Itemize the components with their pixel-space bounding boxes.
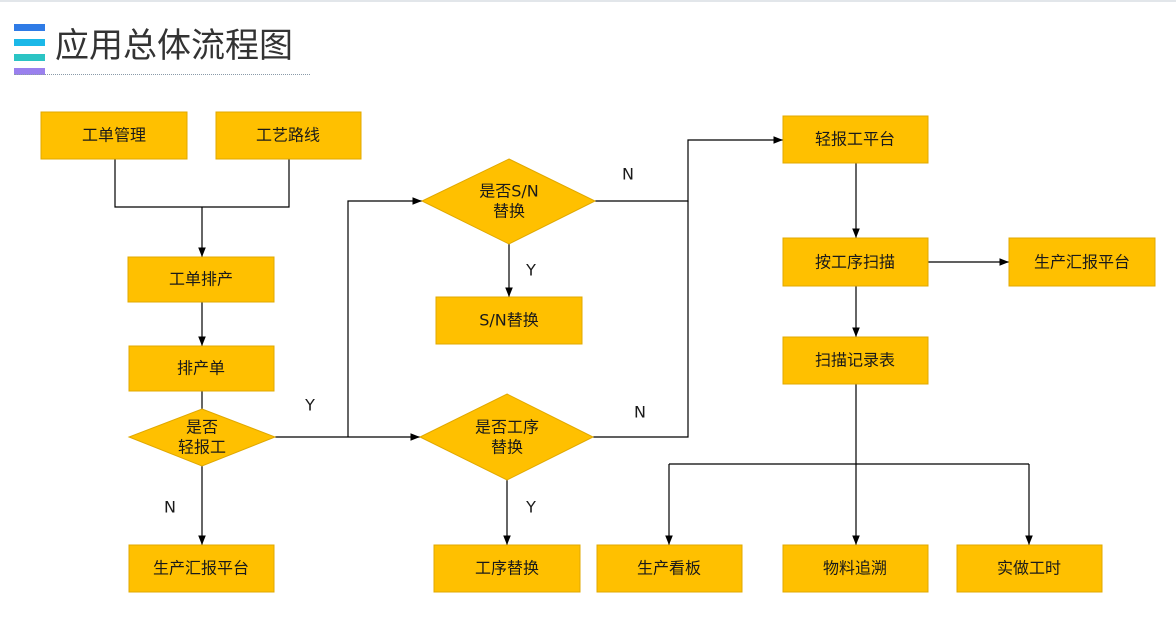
label-is-process-replace-2: 替换 bbox=[491, 438, 523, 457]
top-border bbox=[0, 0, 1176, 2]
label-scan-record-table: 扫描记录表 bbox=[815, 351, 895, 370]
label-is-process-replace-1: 是否工序 bbox=[475, 418, 539, 437]
label-material-trace: 物料追溯 bbox=[823, 559, 887, 578]
node-work-order-mgmt bbox=[40, 111, 188, 160]
edge-sn-no bbox=[595, 136, 783, 202]
node-process-replace bbox=[433, 544, 581, 593]
title-bar-4 bbox=[14, 68, 45, 75]
label-process-route: 工艺路线 bbox=[256, 126, 320, 145]
edge-label-light-yes: Y bbox=[304, 396, 315, 415]
label-work-order-scheduling: 工单排产 bbox=[169, 270, 233, 289]
label-production-board: 生产看板 bbox=[637, 559, 701, 578]
edge-work-order-merge bbox=[114, 159, 290, 208]
label-sn-replace: S/N替换 bbox=[479, 311, 539, 330]
node-production-board bbox=[596, 544, 743, 593]
node-work-order-scheduling bbox=[127, 256, 275, 303]
label-is-sn-replace-2: 替换 bbox=[493, 202, 525, 221]
node-prod-report-right bbox=[1008, 237, 1156, 287]
node-schedule-sheet bbox=[128, 345, 275, 392]
node-actual-work-hours bbox=[956, 544, 1103, 593]
edge-label-sn-no: N bbox=[622, 165, 634, 184]
title-bar-3 bbox=[14, 54, 45, 61]
node-light-report-platform bbox=[782, 115, 929, 164]
label-work-order-mgmt: 工单管理 bbox=[82, 126, 146, 145]
label-scan-by-process: 按工序扫描 bbox=[815, 253, 895, 272]
decision-light-report bbox=[127, 408, 277, 467]
edge-label-light-no: N bbox=[164, 498, 176, 517]
decision-sn-replace bbox=[420, 158, 597, 245]
label-is-light-report-2: 轻报工 bbox=[178, 438, 226, 457]
label-light-report-platform: 轻报工平台 bbox=[815, 130, 895, 149]
label-actual-work-hours: 实做工时 bbox=[997, 559, 1061, 578]
label-is-light-report-1: 是否 bbox=[186, 418, 218, 437]
title-bar-1 bbox=[14, 24, 45, 31]
edge-label-process-yes: Y bbox=[525, 498, 536, 517]
node-prod-report-left bbox=[128, 544, 275, 593]
label-process-replace: 工序替换 bbox=[475, 559, 539, 578]
title-menu-icon bbox=[14, 24, 45, 76]
edge-label-process-no: N bbox=[634, 403, 646, 422]
edge-process-no bbox=[593, 201, 689, 438]
label-prod-report-right: 生产汇报平台 bbox=[1034, 253, 1130, 272]
node-sn-replace bbox=[435, 296, 583, 345]
node-scan-by-process bbox=[782, 237, 929, 287]
page-title: 应用总体流程图 bbox=[55, 26, 293, 66]
title-underline bbox=[14, 74, 310, 75]
label-is-sn-replace-1: 是否S/N bbox=[479, 182, 539, 201]
label-prod-report-left: 生产汇报平台 bbox=[153, 559, 249, 578]
node-scan-record-table bbox=[782, 336, 929, 385]
node-process-route bbox=[215, 111, 362, 160]
edge-to-sn-decision bbox=[347, 197, 422, 437]
label-schedule-sheet: 排产单 bbox=[177, 359, 225, 378]
edge-label-sn-yes: Y bbox=[525, 261, 536, 280]
node-material-trace bbox=[782, 544, 929, 593]
title-bar-2 bbox=[14, 39, 45, 46]
decision-process-replace bbox=[418, 393, 595, 481]
